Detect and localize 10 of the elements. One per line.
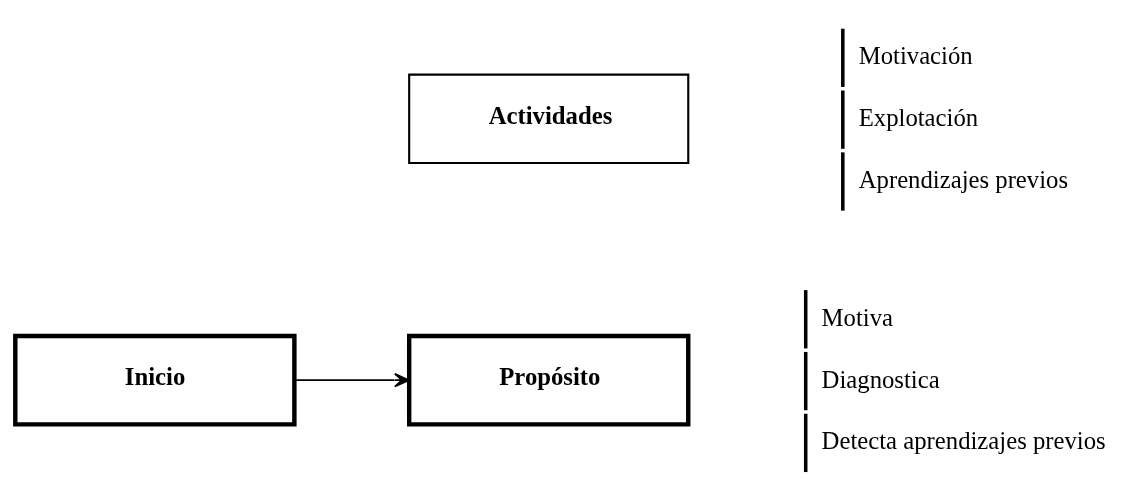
node-label: Diagnostica xyxy=(821,365,940,393)
node-box: Inicio xyxy=(13,333,297,427)
node-label: Detecta aprendizajes previos xyxy=(821,426,1106,454)
node-label: Motiva xyxy=(821,303,894,331)
arrow xyxy=(293,372,410,387)
node-label: Aprendizajes previos xyxy=(858,165,1069,193)
node-label: Explotación xyxy=(858,103,979,131)
node-label: Motivación xyxy=(858,41,973,69)
node-box: Actividades xyxy=(408,73,690,164)
node-box: Propósito xyxy=(406,333,691,427)
